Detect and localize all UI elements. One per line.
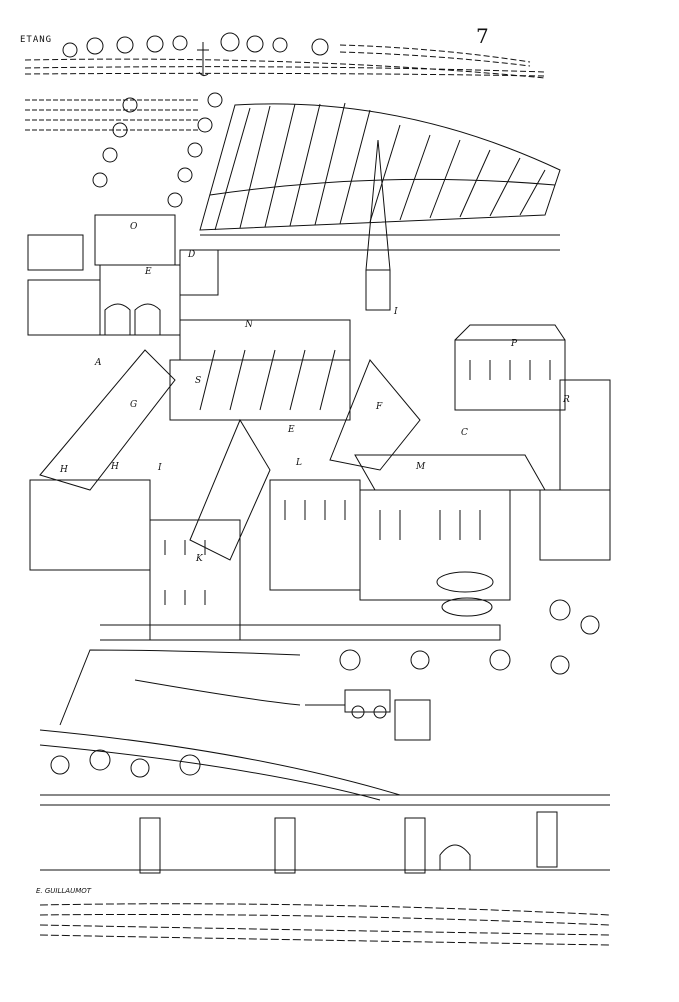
field-hatching [25,99,200,131]
spire [365,139,391,311]
road [39,649,401,801]
artist-signature: E. GUILLAUMOT [36,887,92,895]
label-f: F [376,402,383,412]
top-trees [62,32,329,58]
label-s: S [195,376,202,386]
precinct-wall [200,234,560,251]
label-p: P [511,339,518,349]
cross-icon [197,42,209,77]
label-m: M [416,462,426,472]
building-p [454,324,566,411]
label-h2: H [111,462,119,472]
label-n: N [245,320,253,330]
label-o: O [130,222,138,232]
vineyard [199,102,561,231]
label-e2: E [288,425,295,435]
label-d: D [188,250,196,260]
label-g: G [130,400,138,410]
label-k: K [196,554,203,564]
label-e: E [145,267,152,277]
river [39,903,611,946]
roofs [39,349,546,561]
label-r: R [563,395,570,405]
label-h: H [60,465,68,475]
river-wall [40,794,610,874]
label-i2: I [158,463,162,473]
label-l: L [296,458,302,468]
pond-caption: ETANG [20,35,53,45]
pond-hatching [24,44,546,79]
label-i: I [394,307,398,317]
page-number: 7 [476,24,489,48]
nave [169,319,351,421]
bushes [50,599,600,778]
church-body [29,479,611,641]
label-c: C [461,428,468,438]
gatehouse [394,699,431,741]
left-buildings [27,214,219,336]
label-a: A [95,358,102,368]
tree-rows [92,92,223,208]
cart [305,689,391,719]
